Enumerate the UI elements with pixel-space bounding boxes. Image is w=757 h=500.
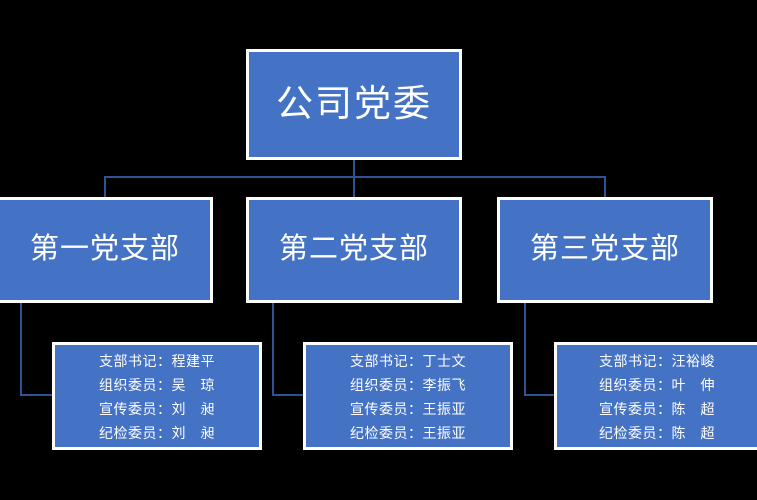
- connector-branch-2-to-detail: [272, 303, 274, 396]
- connector-branch-3-elbow: [524, 394, 557, 396]
- detail-row-discipline: 纪检委员：王振亚: [350, 424, 466, 441]
- connector-branch-3-to-detail: [524, 303, 526, 396]
- detail-row-secretary: 支部书记：程建平: [99, 352, 215, 369]
- detail-row-organization: 组织委员：吴 琼: [99, 376, 215, 393]
- detail-box-branch-3[interactable]: 支部书记：汪裕峻 组织委员：叶 伸 宣传委员：陈 超 纪检委员：陈 超: [554, 342, 757, 450]
- detail-row-publicity: 宣传委员：王振亚: [350, 400, 466, 417]
- detail-row-organization: 组织委员：李振飞: [350, 376, 466, 393]
- connector-branch-1-elbow: [20, 394, 55, 396]
- node-branch-3[interactable]: 第三党支部: [497, 197, 713, 303]
- node-branch-3-label: 第三党支部: [529, 233, 680, 266]
- node-branch-2-label: 第二党支部: [278, 233, 429, 266]
- node-root-label: 公司党委: [276, 83, 432, 125]
- connector-root-stem: [353, 160, 355, 177]
- detail-row-publicity: 宣传委员：刘 昶: [99, 400, 215, 417]
- node-branch-2[interactable]: 第二党支部: [246, 197, 462, 303]
- detail-row-discipline: 纪检委员：刘 昶: [99, 424, 215, 441]
- detail-row-organization: 组织委员：叶 伸: [599, 376, 715, 393]
- detail-row-discipline: 纪检委员：陈 超: [599, 424, 715, 441]
- detail-row-secretary: 支部书记：汪裕峻: [599, 352, 715, 369]
- detail-box-branch-1[interactable]: 支部书记：程建平 组织委员：吴 琼 宣传委员：刘 昶 纪检委员：刘 昶: [52, 342, 262, 450]
- node-branch-1[interactable]: 第一党支部: [0, 197, 213, 303]
- detail-row-secretary: 支部书记：丁士文: [350, 352, 466, 369]
- detail-box-branch-2[interactable]: 支部书记：丁士文 组织委员：李振飞 宣传委员：王振亚 纪检委员：王振亚: [303, 342, 513, 450]
- node-company-party-committee[interactable]: 公司党委: [246, 49, 462, 160]
- detail-row-publicity: 宣传委员：陈 超: [599, 400, 715, 417]
- node-branch-1-label: 第一党支部: [29, 233, 180, 266]
- connector-drop-branch-2: [353, 176, 355, 198]
- connector-branch-2-elbow: [272, 394, 306, 396]
- connector-drop-branch-1: [104, 176, 106, 198]
- connector-drop-branch-3: [604, 176, 606, 198]
- connector-branch-1-to-detail: [20, 303, 22, 396]
